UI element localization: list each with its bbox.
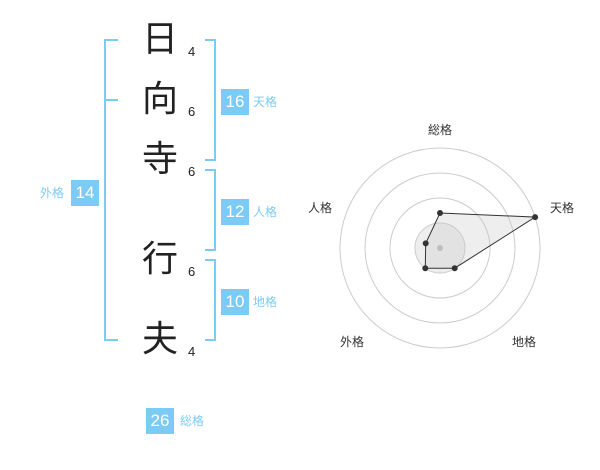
- stroke-count-5: 4: [188, 344, 196, 359]
- gaikaku-value: 14: [71, 180, 99, 206]
- name-char-3: 寺: [141, 139, 178, 180]
- jinkaku-value: 12: [221, 199, 249, 225]
- name-char-4: 行: [141, 239, 178, 280]
- radar-axis-label-jinkaku: 人格: [308, 200, 332, 215]
- stroke-count-3: 6: [188, 164, 196, 179]
- radar-axis-label-chikaku: 地格: [512, 334, 536, 349]
- soukaku-label: 総格: [180, 414, 205, 428]
- radar-axis-label-tenkaku: 天格: [550, 200, 574, 215]
- stroke-count-2: 6: [188, 104, 196, 119]
- radar-point-3: [451, 265, 458, 272]
- jinkaku-label: 人格: [253, 205, 278, 219]
- radar-chart: 総格 天格 地格 外格 人格: [308, 122, 574, 349]
- radar-point-4: [422, 265, 429, 272]
- radar-center-dot: [437, 245, 443, 251]
- radar-polygon: [424, 212, 537, 269]
- stroke-count-4: 6: [188, 264, 196, 279]
- radar-points: [422, 210, 539, 272]
- tenkaku-label: 天格: [253, 95, 278, 109]
- radar-point-2: [532, 214, 539, 221]
- soukaku-value: 26: [146, 408, 174, 434]
- name-char-1: 日: [141, 19, 178, 60]
- chikaku-label: 地格: [253, 295, 278, 309]
- gaikaku-label: 外格: [40, 186, 65, 200]
- tenkaku-value: 16: [221, 89, 249, 115]
- radar-point-1: [437, 210, 443, 216]
- chikaku-value: 10: [221, 289, 249, 315]
- radar-point-5: [422, 240, 429, 247]
- stroke-count-1: 4: [188, 44, 196, 59]
- name-char-5: 夫: [141, 319, 178, 360]
- radar-axis-label-soukaku: 総格: [428, 122, 452, 137]
- radar-axis-label-gaikaku: 外格: [340, 334, 364, 349]
- name-char-2: 向: [141, 79, 178, 120]
